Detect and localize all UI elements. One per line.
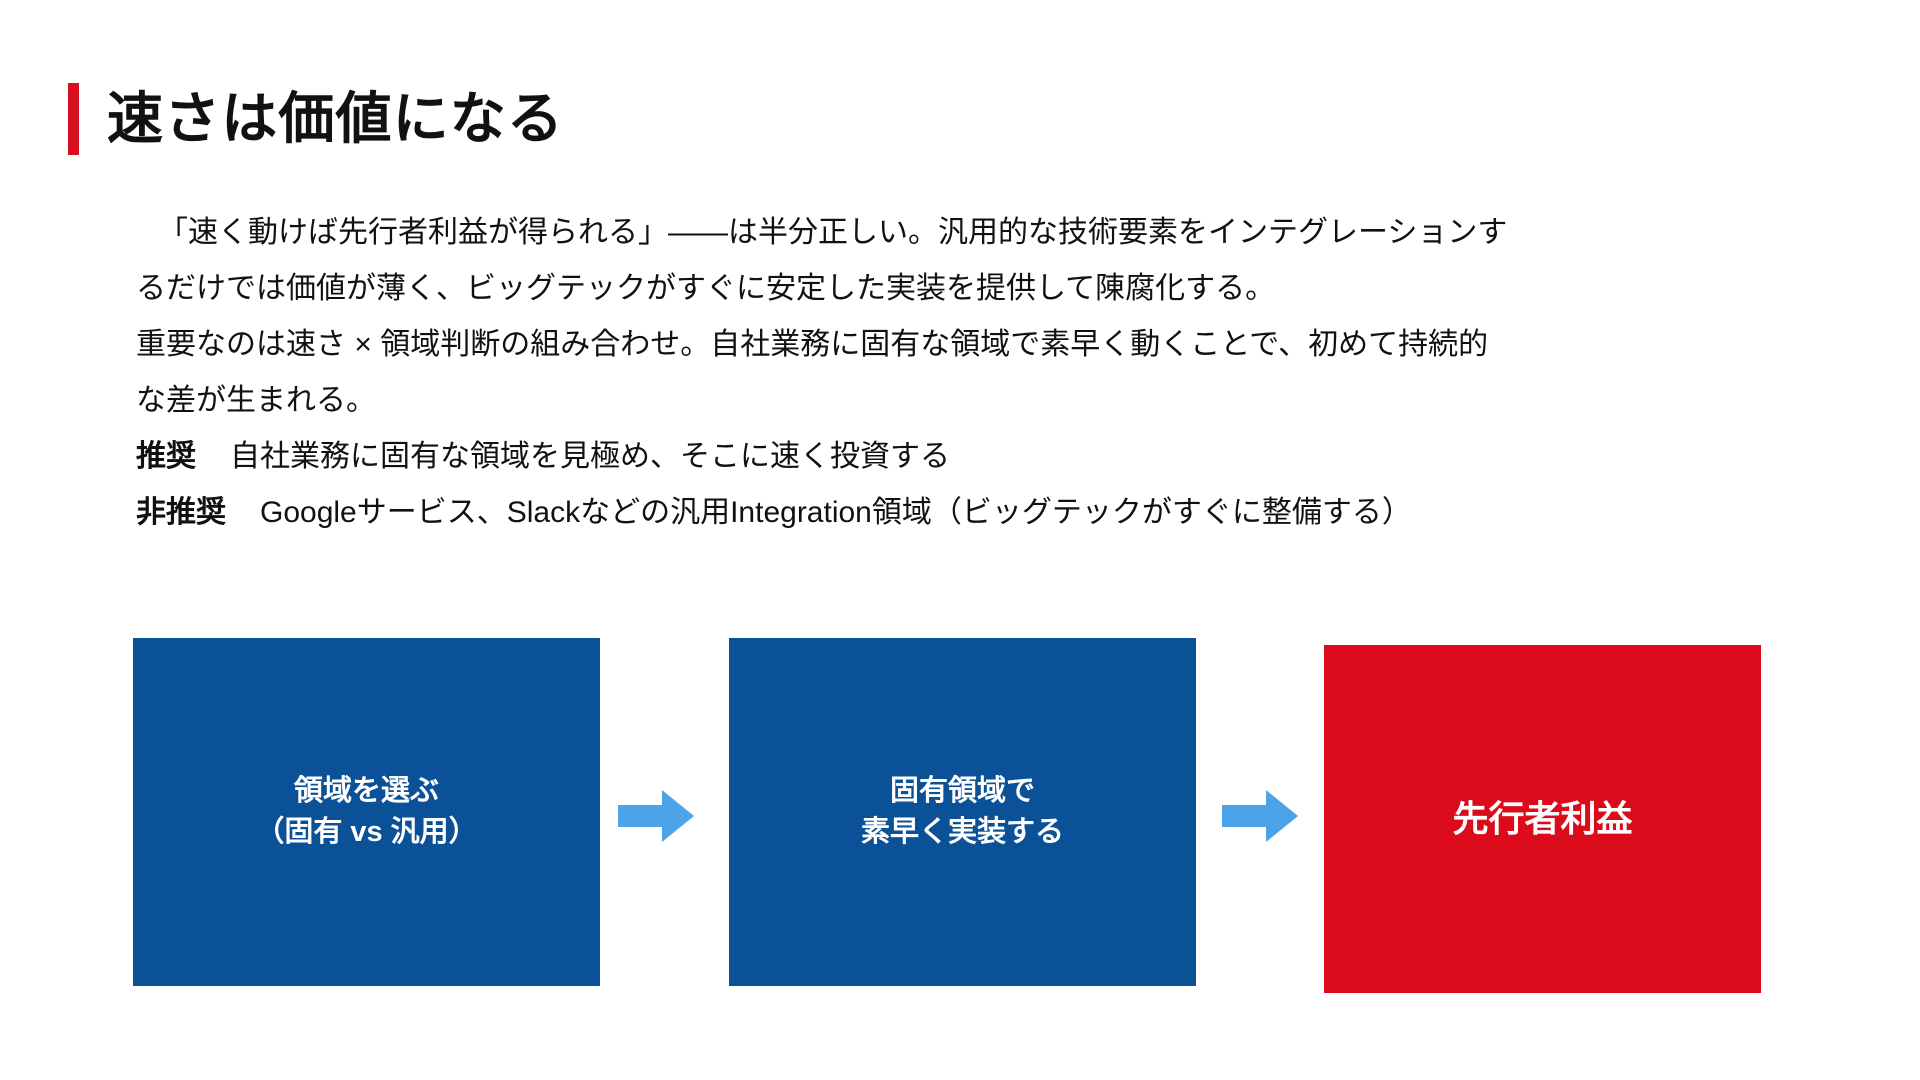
body-paragraph-line-3: 重要なのは速さ × 領域判断の組み合わせ。自社業務に固有な領域で素早く動くことで… [136, 328, 1489, 361]
recommendation-text-recommended: 自社業務に固有な領域を見極め、そこに速く投資する [230, 440, 950, 473]
flow-step-1-line-2: （固有 vs 汎用） [255, 816, 478, 848]
flow-step-box-3: 先行者利益 [1324, 645, 1761, 993]
body-paragraph-line-4: な差が生まれる。 [136, 384, 376, 417]
body-paragraph-line-2: るだけでは価値が薄く、ビッグテックがすぐに安定した実装を提供して陳腐化する。 [136, 272, 1276, 305]
flow-arrow-2-icon [1222, 790, 1298, 842]
flow-step-1-line-1: 領域を選ぶ [293, 775, 439, 808]
page-title: 速さは価値になる [107, 86, 564, 150]
flow-arrow-1-icon [618, 790, 694, 842]
flow-step-2-line-1: 固有領域で [889, 775, 1035, 808]
recommendation-row-recommended: 推奨 自社業務に固有な領域を見極め、そこに速く投資する [136, 429, 1826, 485]
slide-title-row: 速さは価値になる [68, 52, 564, 186]
flow-step-box-1: 領域を選ぶ （固有 vs 汎用） [133, 638, 600, 986]
recommendation-row-not-recommended: 非推奨 Googleサービス、Slackなどの汎用Integration領域（ビッ… [136, 485, 1826, 541]
flow-step-1-label: 領域を選ぶ （固有 vs 汎用） [255, 771, 477, 852]
body-paragraph-line-1: 「速く動けば先行者利益が得られる」——は半分正しい。汎用的な技術要素をインテグレ… [158, 216, 1508, 249]
recommendation-label-recommended: 推奨 [136, 440, 196, 473]
title-accent-bar [68, 82, 79, 155]
flow-step-2-line-2: 素早く実装する [860, 816, 1064, 848]
flow-step-2-label: 固有領域で 素早く実装する [861, 771, 1064, 852]
recommendation-text-not-recommended: Googleサービス、Slackなどの汎用Integration領域（ビッグテッ… [260, 496, 1412, 529]
flow-step-box-2: 固有領域で 素早く実装する [729, 638, 1196, 986]
flow-step-3-label: 先行者利益 [1452, 794, 1632, 844]
body-text-block: 「速く動けば先行者利益が得られる」——は半分正しい。汎用的な技術要素をインテグレ… [136, 205, 1826, 541]
recommendation-label-not-recommended: 非推奨 [136, 496, 226, 529]
flow-step-3-line-1: 先行者利益 [1452, 797, 1633, 839]
